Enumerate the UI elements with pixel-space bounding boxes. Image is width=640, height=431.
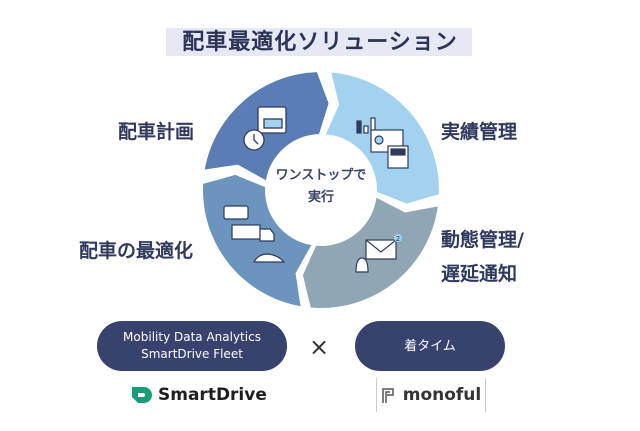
- monoful-logo-text: monoful: [402, 385, 482, 405]
- monoful-logo: monoful: [376, 378, 486, 412]
- product-smartdrive-fleet: Mobility Data Analytics SmartDrive Fleet: [97, 321, 287, 371]
- center-circle: [267, 136, 375, 244]
- calendar-clock-icon: [243, 106, 287, 151]
- smartdrive-logo-icon: [132, 387, 152, 403]
- monoful-logo-icon: [381, 388, 394, 403]
- page-title: 配車最適化ソリューション: [182, 30, 458, 55]
- smartdrive-logo: SmartDrive: [130, 385, 267, 405]
- step-tracking-line2: 遅延通知: [441, 263, 518, 285]
- product-chaku-time: 着タイム: [355, 321, 505, 371]
- mail-bell-icon: 2: [355, 234, 402, 273]
- step-tracking-label: 動態管理/ 遅延通知: [441, 223, 524, 291]
- step-optimize-label: 配車の最適化: [79, 240, 194, 262]
- center-text: ワンストップで 実行: [266, 165, 376, 209]
- center-line2: 実行: [307, 190, 334, 205]
- step-results-label: 実績管理: [441, 121, 518, 143]
- vehicles-icon: [223, 205, 286, 263]
- step-tracking-line1: 動態管理/: [441, 229, 524, 251]
- product-left-line2: SmartDrive Fleet: [141, 347, 243, 361]
- product-left-line1: Mobility Data Analytics: [123, 330, 261, 344]
- center-line1: ワンストップで: [275, 168, 367, 183]
- analytics-dashboard-icon: [356, 117, 409, 169]
- smartdrive-logo-text: SmartDrive: [158, 385, 267, 405]
- title-band: [166, 28, 472, 56]
- notification-badge-count: 2: [396, 235, 400, 243]
- step-plan-label: 配車計画: [118, 121, 195, 143]
- times-symbol: ×: [309, 333, 330, 361]
